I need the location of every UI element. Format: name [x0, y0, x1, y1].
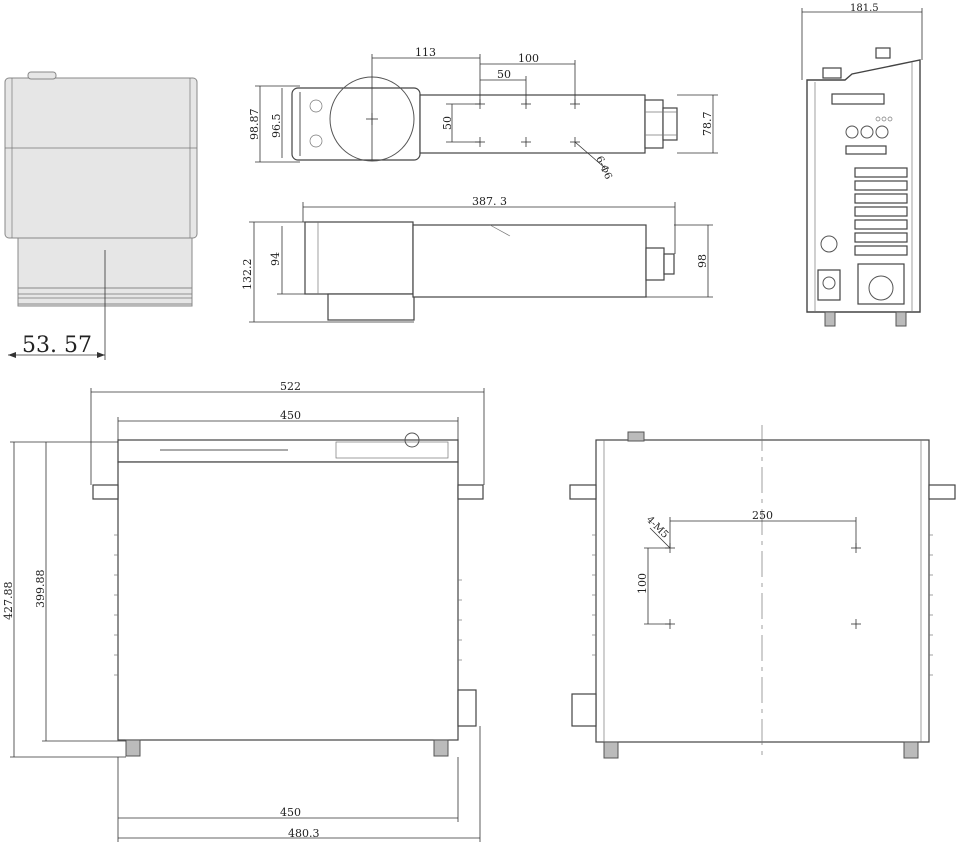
dim-98: 98: [696, 254, 709, 268]
dim-78-7: 78.7: [701, 112, 714, 137]
side-view-small: 53. 57: [4, 71, 198, 360]
dim-holes-6: 6-Φ6: [593, 155, 613, 182]
dim-50: 50: [497, 68, 511, 81]
dim-450-top: 450: [280, 409, 301, 422]
dim-387-3: 387. 3: [472, 195, 507, 208]
main-side-view: 250 100 4-M5: [569, 425, 956, 759]
dim-132-2: 132.2: [241, 259, 254, 291]
dim-98-87: 98.87: [248, 109, 261, 141]
side-width-label: 53. 57: [22, 333, 92, 358]
dim-399-88: 399.88: [34, 570, 47, 609]
front-view-head: 387. 3 132.2 94 98: [241, 195, 713, 323]
dim-94: 94: [269, 252, 282, 266]
dim-100-side: 100: [636, 573, 649, 594]
dim-250: 250: [752, 509, 773, 522]
top-view-head: 113 100 50 50 98.87 96.5 78.7 6-Φ6: [248, 46, 718, 181]
dim-113: 113: [415, 46, 436, 59]
dim-480-3: 480.3: [288, 827, 320, 840]
main-front-view: 522 450 427.88 399.88 450 480.3: [2, 380, 485, 842]
dim-181-5: 181.5: [850, 3, 879, 14]
dim-96-5: 96.5: [270, 114, 283, 139]
dim-100: 100: [518, 52, 539, 65]
dim-427-88: 427.88: [2, 582, 15, 621]
dim-50-vertical: 50: [441, 116, 454, 130]
dim-450-bottom: 450: [280, 806, 301, 819]
dim-522: 522: [280, 380, 301, 393]
rear-panel-view: 181.5: [801, 3, 923, 327]
